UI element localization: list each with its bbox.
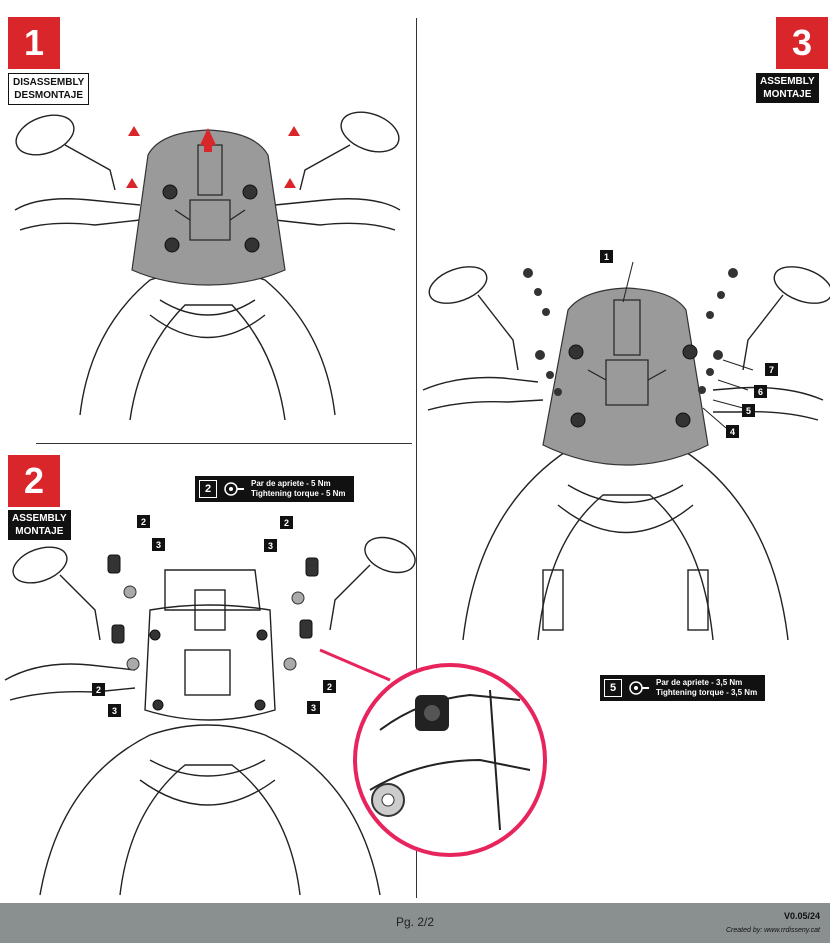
step-3-callout: 1 [600,250,613,263]
step-3-callout: 6 [754,385,767,398]
step-1-label: DISASSEMBLY DESMONTAJE [8,73,90,105]
step-2-torque-en: Tightening torque - 5 Nm [251,489,346,498]
horizontal-divider [36,443,412,444]
step-1-label-en: DISASSEMBLY [13,77,85,88]
page-number: Pg. 2/2 [395,915,435,929]
step-3-label-es: MONTAJE [763,89,812,100]
step-2-illustration [4,536,547,896]
credit-label: Created by: www.rrdisseny.cat [725,927,820,934]
step-2-callout: 2 [323,680,336,693]
step-2-torque-es: Par de apriete - 5 Nm [251,479,331,488]
step-3-label: ASSEMBLY MONTAJE [756,73,819,103]
step-2-callout: 3 [108,704,121,717]
step-3-callout: 7 [765,363,778,376]
version-label: V0.05/24 [783,911,820,921]
step-3-badge: 3 [776,17,828,69]
detail-zoom-circle [353,663,547,857]
step-3-callout: 4 [726,425,739,438]
page-footer: Pg. 2/2 V0.05/24 Created by: www.rrdisse… [0,903,830,943]
torque-wrench-icon [224,482,244,496]
step-2-torque-spec: 2 Par de apriete - 5 Nm Tightening torqu… [195,476,354,502]
step-2-callout: 3 [152,538,165,551]
step-2-label: ASSEMBLY MONTAJE [8,510,71,540]
step-2-callout: 3 [264,539,277,552]
torque-wrench-icon [629,681,649,695]
step-2-callout: 2 [92,683,105,696]
step-2-callout: 3 [307,701,320,714]
step-2-torque-ref: 2 [199,480,217,498]
step-3-torque-ref: 5 [604,679,622,697]
step-2-callout: 2 [280,516,293,529]
step-3-illustration [422,261,830,641]
step-3-callout: 5 [742,404,755,417]
step-2-label-en: ASSEMBLY [12,513,67,524]
step-3-label-en: ASSEMBLY [760,76,815,87]
step-2-label-es: MONTAJE [15,526,64,537]
step-3-torque-spec: 5 Par de apriete - 3,5 Nm Tightening tor… [600,675,766,701]
step-2-callout: 2 [137,515,150,528]
windscreen-shape [131,129,286,286]
step-1-badge: 1 [8,17,60,69]
step-1-illustration [14,111,401,421]
step-1-label-es: DESMONTAJE [14,90,84,101]
windscreen-shape [542,287,709,466]
vertical-divider [416,18,417,898]
step-3-torque-en: Tightening torque - 3,5 Nm [656,688,758,697]
step-2-badge: 2 [8,455,60,507]
step-3-torque-es: Par de apriete - 3,5 Nm [656,678,743,687]
